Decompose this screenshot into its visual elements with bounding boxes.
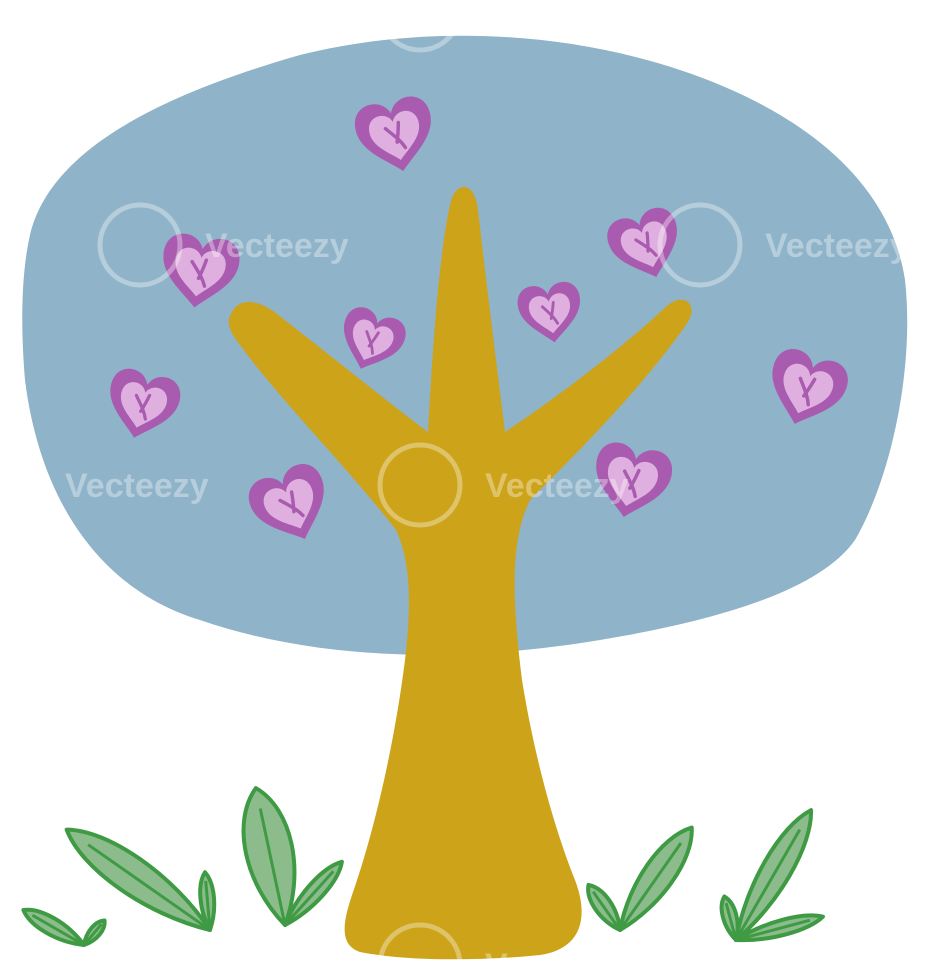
grass-midrib: [85, 923, 103, 943]
heart-stroke: [190, 258, 209, 288]
watermark-text: Vecteezy: [765, 227, 909, 265]
watermark: Vecteezy: [377, 0, 629, 53]
watermark: Vecteezy: [97, 682, 349, 768]
heart-leaf: [607, 207, 677, 277]
grass-clump: [719, 808, 825, 943]
heart-stroke: [134, 393, 152, 421]
grass-midrib: [591, 890, 619, 928]
heart-leaf: [517, 281, 580, 343]
grass-midrib: [736, 828, 802, 938]
heart-leaf: [596, 442, 673, 517]
watermark-text: Vecteezy: [205, 707, 349, 745]
heart-leaf: [248, 464, 324, 539]
grass-group: [21, 786, 825, 947]
tree-trunk: [228, 186, 692, 960]
watermark-text: Vecteezy: [765, 707, 909, 745]
watermark-text: Vecteezy: [65, 467, 209, 505]
watermark-logo-icon: [97, 682, 183, 768]
watermark-text: Vecteezy: [205, 227, 349, 265]
grass-clump: [21, 827, 217, 947]
heart-leaf: [163, 233, 240, 308]
grass-midrib: [204, 880, 212, 927]
heart-leaf: [772, 348, 848, 424]
watermark: Vecteezy: [377, 922, 629, 980]
heart-leaves-group: [110, 96, 848, 539]
watermark-logo-icon: [97, 202, 183, 288]
heart-stroke: [622, 468, 641, 499]
heart-stroke: [540, 300, 560, 325]
grass-midrib: [87, 843, 208, 929]
heart-stroke: [278, 490, 305, 518]
heart-leaf: [344, 307, 406, 369]
watermark-text: Vecteezy: [485, 467, 629, 505]
grass-midrib: [739, 918, 811, 941]
grass-midrib: [31, 913, 82, 945]
heart-stroke: [634, 231, 658, 257]
watermark-logo-icon: [0, 442, 43, 528]
watermark-logo-icon: [377, 0, 463, 53]
heart-leaf: [354, 96, 431, 171]
heart-stroke: [383, 120, 408, 150]
watermark: Vecteezy: [0, 442, 209, 528]
watermark-logo-icon: [657, 202, 743, 288]
grass-midrib: [724, 902, 737, 937]
watermark-logo-icon: [377, 922, 463, 980]
grass-clump: [241, 786, 344, 927]
watermark-logo-icon: [657, 682, 743, 768]
grass-midrib: [621, 842, 683, 928]
watermark-text: Vecteezy: [485, 947, 629, 980]
watermark: Vecteezy: [657, 682, 909, 768]
watermark: Vecteezy: [377, 442, 629, 528]
grass-clump: [586, 825, 694, 932]
heart-stroke: [798, 376, 817, 407]
grass-midrib: [286, 870, 335, 924]
heart-stroke: [365, 330, 380, 355]
watermark: Vecteezy: [657, 202, 909, 288]
heart-leaf: [110, 368, 181, 438]
watermark: Vecteezy: [97, 202, 349, 288]
grass-midrib: [258, 808, 286, 922]
watermark-logo-icon: [377, 442, 463, 528]
watermark-text: Vecteezy: [485, 0, 629, 30]
